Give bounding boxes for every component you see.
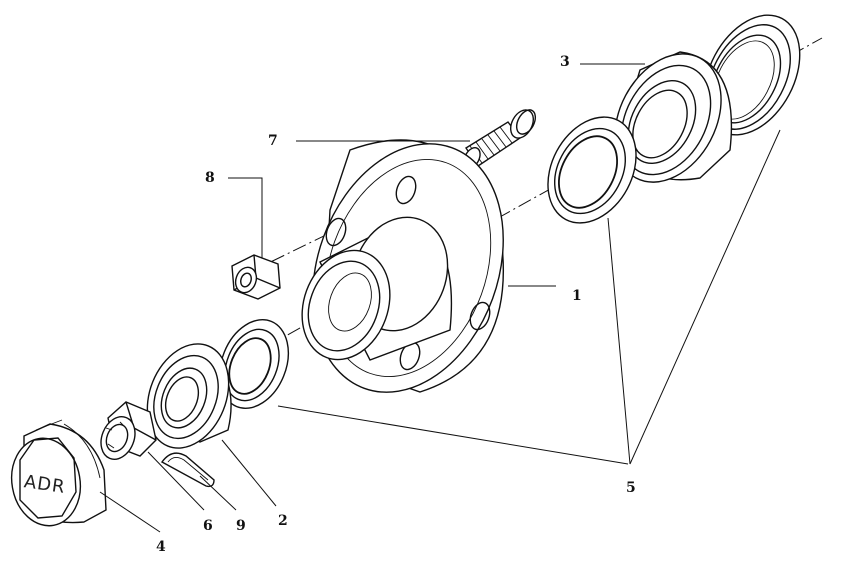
label-7: 7 (268, 133, 278, 149)
castle-nut (100, 401, 157, 460)
inner-bearing (146, 343, 232, 449)
split-pin (160, 452, 215, 488)
wheel-nut (231, 254, 281, 300)
label-1: 1 (572, 288, 582, 304)
outer-bearing (614, 51, 733, 183)
label-3: 3 (560, 54, 570, 70)
label-8: 8 (205, 170, 215, 186)
inner-seal (218, 318, 290, 410)
label-4: 4 (156, 539, 166, 555)
hub-cap: ADR (10, 419, 107, 527)
label-9: 9 (236, 518, 246, 534)
wheel-hub (301, 139, 504, 393)
leader-lines (99, 63, 781, 533)
hub-seal (547, 116, 637, 224)
label-5: 5 (626, 480, 636, 496)
label-6: 6 (203, 518, 213, 534)
label-2: 2 (278, 513, 288, 529)
